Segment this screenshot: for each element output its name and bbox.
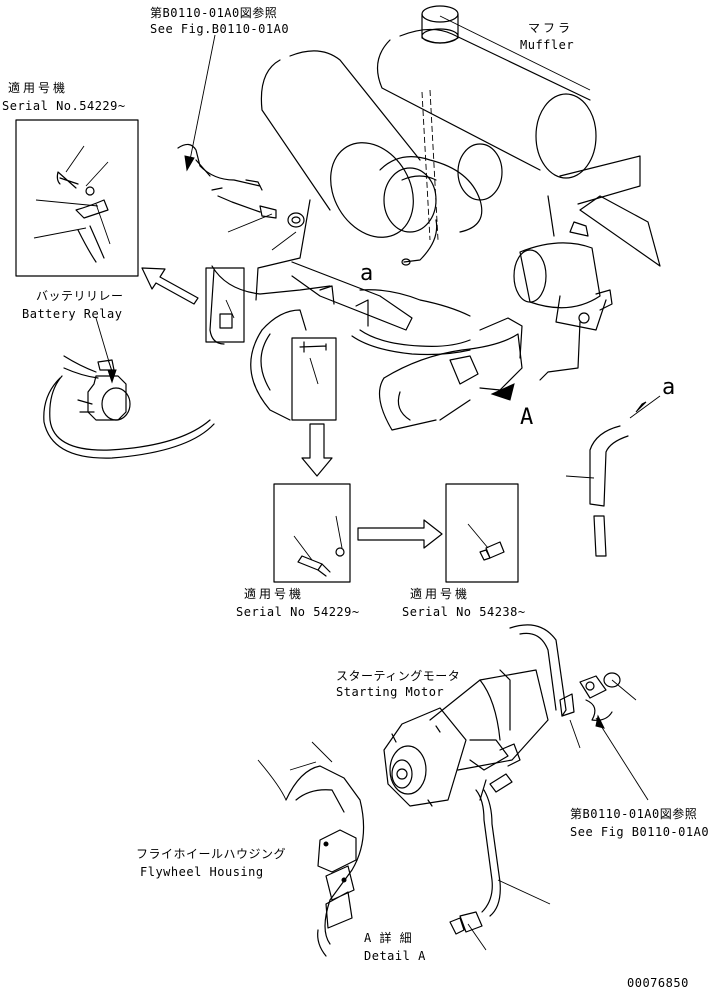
letter-a-small-1: a [360,261,373,286]
detail-a-en: Detail A [364,949,426,963]
muffler-assembly [250,5,661,421]
ref-top-leader [189,34,216,161]
starting-motor-part [383,624,567,807]
serial-mid2-en: Serial No 54238~ [402,605,526,619]
battery-relay-en: Battery Relay [22,307,122,321]
small-tall-box-mid [291,337,337,421]
bracket-bolts [449,672,649,951]
hose-right [565,425,629,557]
battery-relay-jp: バッテリリレー [36,289,124,303]
view-a-arrow [490,383,515,401]
starter-upper [378,317,523,431]
flywheel-jp: フライホイールハウジング [136,847,286,861]
a-arrowhead [635,401,647,413]
drawing-number: 00076850 [627,976,689,990]
ref-top-en: See Fig.B0110-01A0 [150,22,289,36]
serial-left-en: Serial No.54229~ [2,99,126,113]
muffler-en: Muffler [520,38,574,52]
hollow-arrow-right [357,519,443,549]
starting-motor-en: Starting Motor [336,685,444,699]
letter-A-big: A [520,405,533,430]
detail-a-jp: A 詳 細 [364,930,412,945]
battery-relay-part [43,317,215,459]
hollow-arrow-left [141,267,199,305]
starting-motor-jp: スターティングモータ [336,669,460,683]
flywheel-housing-part [257,741,365,957]
muffler-jp: マフラ [528,21,573,35]
letter-a-small-2: a [662,375,675,400]
ref-top-arrowhead [184,155,195,172]
flywheel-en: Flywheel Housing [140,865,264,879]
serial-mid1-jp: 適用号機 [244,586,304,601]
mid-box-1 [273,483,351,583]
ref-top-jp: 第B0110-01A0図参照 [150,5,277,20]
ref-bottom-jp: 第B0110-01A0図参照 [570,806,697,821]
wire-harness-top [177,143,471,356]
serial-mid1-en: Serial No 54229~ [236,605,360,619]
serial-left-jp: 適用号機 [8,80,68,95]
serial-mid2-jp: 適用号機 [410,586,470,601]
a-leader [629,395,661,419]
small-tall-box-top [205,267,245,343]
left-detail-box [15,119,139,277]
ref-bottom-en: See Fig B0110-01A0 [570,825,709,839]
hollow-arrow-down [301,423,333,477]
mid-box-2 [445,483,519,583]
